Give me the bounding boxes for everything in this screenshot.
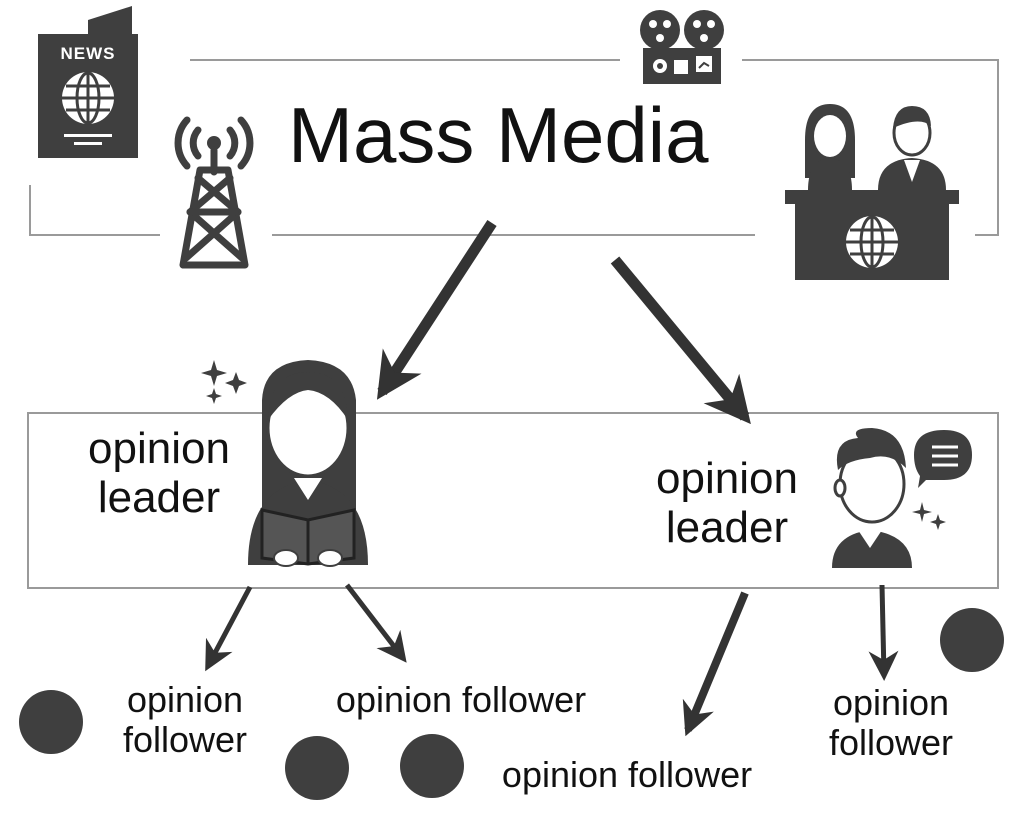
arrow-leader-1-to-follower-2 [345,583,407,663]
speech-bubble-icon [914,430,972,488]
mass-media-frame [29,59,999,236]
follower-label-2: opinion follower [335,679,587,720]
arrow-media-to-leader-2 [610,256,751,425]
tape-recorder-icon [640,10,724,84]
sparkle-icon [201,360,247,404]
follower-dots [19,608,1004,800]
newspaper-label: NEWS [60,44,116,63]
arrow-leader-1-to-follower-1 [205,585,253,672]
arrow-leader-2-to-follower-4 [868,584,899,681]
person-dot-icon [285,736,349,800]
arrows [205,219,899,737]
opinion-leader-frame [27,412,999,589]
radio-tower-icon [174,116,254,269]
man-speaking-icon [832,428,972,568]
newspaper-icon [38,6,138,158]
leader-label-1: opinion leader [88,424,230,523]
person-dot-icon [940,608,1004,672]
arrow-media-to-leader-1 [376,219,497,400]
sparkle-icon [912,502,946,530]
diagram-title: Mass Media [288,91,709,179]
person-dot-icon [19,690,83,754]
follower-label-3: opinion follower [501,754,753,795]
leader-label-2: opinion leader [656,454,798,553]
follower-label-4: opinion follower [828,682,954,764]
person-dot-icon [400,734,464,798]
arrow-leader-2-to-follower-3 [682,591,749,737]
woman-reading-icon [201,360,368,567]
follower-label-1: opinion follower [122,679,248,761]
news-anchors-icon [785,104,959,280]
